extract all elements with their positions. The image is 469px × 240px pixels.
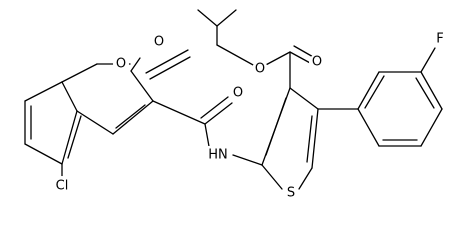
bond [415,77,435,109]
atom-label: O [312,55,322,70]
bond [76,110,114,135]
bond [420,47,436,73]
atom-chlorine: Cl [52,176,72,196]
bond [24,81,63,102]
bonds [24,9,443,190]
bond [261,51,291,68]
atom-amine-nh: HN [206,146,230,164]
bond [298,167,313,190]
bond [293,45,316,59]
bond [152,100,206,125]
atom-ester-oxygen: O [252,61,268,77]
atom-label: Cl [56,179,69,194]
bond [200,96,229,119]
bond [289,51,313,65]
atom-amide-oxygen: O [230,85,246,101]
molecule-canvas: O O O O O Cl HN S [24,9,448,201]
atom-label: O [116,57,126,72]
bond [61,63,98,83]
bond [289,87,319,110]
bond [130,57,141,72]
bond [130,70,154,102]
atom-label: O [255,62,265,77]
bond [149,56,191,80]
bond [311,108,319,169]
bond [216,9,237,27]
bond [232,154,263,166]
bond [24,143,63,165]
bond [420,108,443,147]
bond [216,44,256,67]
bond [357,71,380,110]
bond [364,75,385,109]
bond [265,97,287,156]
bond [112,100,154,135]
atom-label: HN [208,148,228,163]
atom-fluorine: F [432,31,448,47]
bond [420,71,443,110]
bond [61,81,78,112]
bond [61,110,78,165]
bond [115,104,146,129]
bond [204,102,233,125]
atom-labels: O O O O O Cl HN S [52,31,448,201]
bond [67,115,82,159]
atom-ring-oxygen: O [113,56,129,72]
atom-sulfur: S [283,185,299,201]
bond [306,115,313,163]
bond [261,164,283,190]
bond [197,9,218,27]
structure-diagram: O O O O O Cl HN S [24,9,448,201]
atom-label: S [287,186,295,201]
atom-label: F [436,32,443,47]
atom-label: O [233,86,243,101]
atom-label: O [154,35,164,50]
atom-lactone-oxygen: O [151,34,167,50]
bond [357,108,380,147]
bond [145,49,189,74]
atom-ester-carbonyl-oxygen: O [309,54,325,70]
